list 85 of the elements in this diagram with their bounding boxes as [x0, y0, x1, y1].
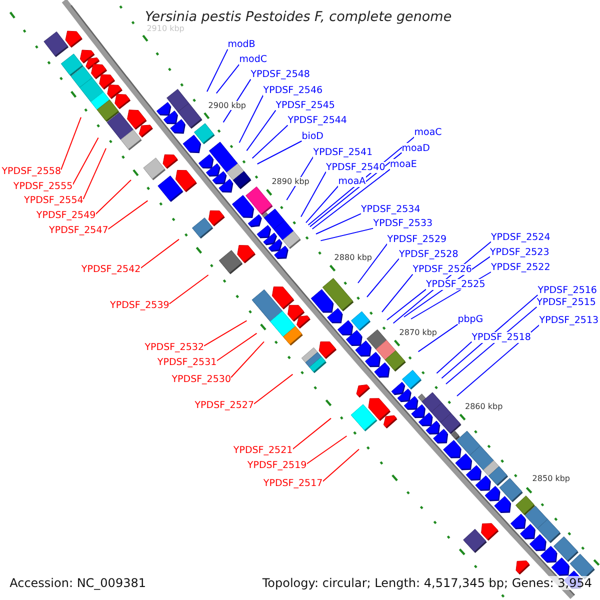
gene-label: YPDSF_2524 — [491, 232, 550, 243]
gene-label: YPDSF_2554 — [24, 195, 84, 206]
leader-line — [216, 332, 258, 362]
gene-label: YPDSF_2546 — [263, 85, 323, 96]
leader-line — [446, 306, 538, 384]
gene-label: YPDSF_2531 — [157, 357, 217, 368]
leader-line — [256, 140, 302, 164]
gene-label: bioD — [302, 131, 324, 142]
leader-line — [436, 341, 472, 374]
gene-label: YPDSF_2533 — [373, 218, 433, 230]
gene-label: YPDSF_2517 — [263, 478, 323, 489]
leader-line — [366, 258, 400, 298]
scale-label: 2850 kbp — [532, 474, 570, 483]
leader-line — [238, 94, 264, 144]
gene-label: YPDSF_2529 — [387, 234, 447, 245]
leader-line — [306, 186, 339, 224]
gene-label: YPDSF_2558 — [2, 166, 61, 177]
scale-label: 2910 kbp — [146, 24, 184, 33]
leader-line — [382, 274, 414, 312]
gene-label: YPDSF_2518 — [472, 332, 531, 343]
leader-line — [310, 152, 402, 228]
gene-label: YPDSF_2542 — [81, 264, 141, 276]
leader-line — [230, 341, 264, 378]
leader-line — [292, 418, 332, 450]
leader-line — [206, 48, 228, 92]
gene-label: YPDSF_2534 — [361, 204, 420, 215]
gene-label: modC — [239, 54, 268, 66]
gene-label: YPDSF_2555 — [13, 181, 73, 192]
gene-label: YPDSF_2527 — [194, 400, 254, 411]
scale-label: 2870 kbp — [399, 328, 437, 337]
title: Yersinia pestis Pestoides F, complete genome — [145, 10, 452, 25]
gene-label: moaE — [390, 159, 417, 170]
gene-label: YPDSF_2526 — [412, 264, 472, 276]
leader-line — [60, 116, 82, 170]
gene-label: YPDSF_2522 — [491, 262, 550, 273]
leader-line — [358, 243, 388, 284]
leader-line — [306, 436, 348, 464]
gene-label: modB — [228, 39, 256, 50]
leader-line — [316, 213, 362, 234]
leader-line — [204, 320, 248, 346]
scale-label: 2900 kbp — [208, 101, 246, 110]
scale-label: 2880 kbp — [334, 253, 372, 262]
leader-line — [300, 171, 326, 218]
gene-label: YPDSF_2532 — [144, 342, 204, 353]
gene-label: YPDSF_2523 — [490, 246, 550, 258]
gene-label: moaA — [338, 176, 366, 187]
leader-line — [312, 168, 390, 230]
scale-label: 2890 kbp — [272, 177, 310, 186]
leader-line — [108, 200, 148, 230]
gene-label: YPDSF_2521 — [233, 445, 293, 456]
scale-label: 2860 kbp — [465, 402, 503, 411]
gene-label: moaC — [414, 127, 442, 138]
gene-label: YPDSF_2516 — [538, 285, 597, 296]
leader-line — [72, 137, 99, 186]
gene-label: YPDSF_2525 — [426, 279, 486, 290]
gene-label: YPDSF_2547 — [49, 225, 108, 236]
leader-line — [216, 64, 240, 94]
gene-label: YPDSF_2540 — [326, 162, 386, 173]
leader-line — [168, 274, 209, 304]
accession-note: Accession: NC_009381 — [10, 576, 146, 590]
leader-line — [254, 374, 294, 404]
leader-line — [246, 110, 276, 152]
leader-line — [386, 288, 426, 320]
leader-line — [320, 228, 374, 242]
gene-label: YPDSF_2528 — [399, 248, 458, 260]
leader-line — [252, 124, 288, 159]
leader-line — [322, 448, 360, 482]
leader-line — [95, 180, 132, 215]
gene-label: YPDSF_2548 — [250, 69, 310, 80]
gene-label: YPDSF_2530 — [172, 374, 231, 385]
gene-label: YPDSF_2539 — [110, 300, 170, 311]
gene-label: YPDSF_2519 — [247, 460, 307, 471]
gene-label: YPDSF_2541 — [313, 146, 373, 158]
gene-label: YPDSF_2545 — [276, 100, 335, 112]
gene-label: YPDSF_2549 — [36, 210, 96, 222]
gene-label: moaD — [402, 142, 430, 154]
gene-label: YPDSF_2513 — [539, 315, 599, 326]
gene-label: YPDSF_2544 — [288, 115, 347, 126]
leader-line — [82, 148, 106, 200]
gene-label: YPDSF_2515 — [536, 297, 596, 308]
genome-stats-note: Topology: circular; Length: 4,517,345 bp; Genes: 3,954 — [262, 576, 592, 590]
leader-line — [418, 324, 458, 352]
leader-line — [441, 294, 538, 379]
gene-label: pbpG — [458, 314, 484, 326]
leader-line — [140, 238, 180, 269]
